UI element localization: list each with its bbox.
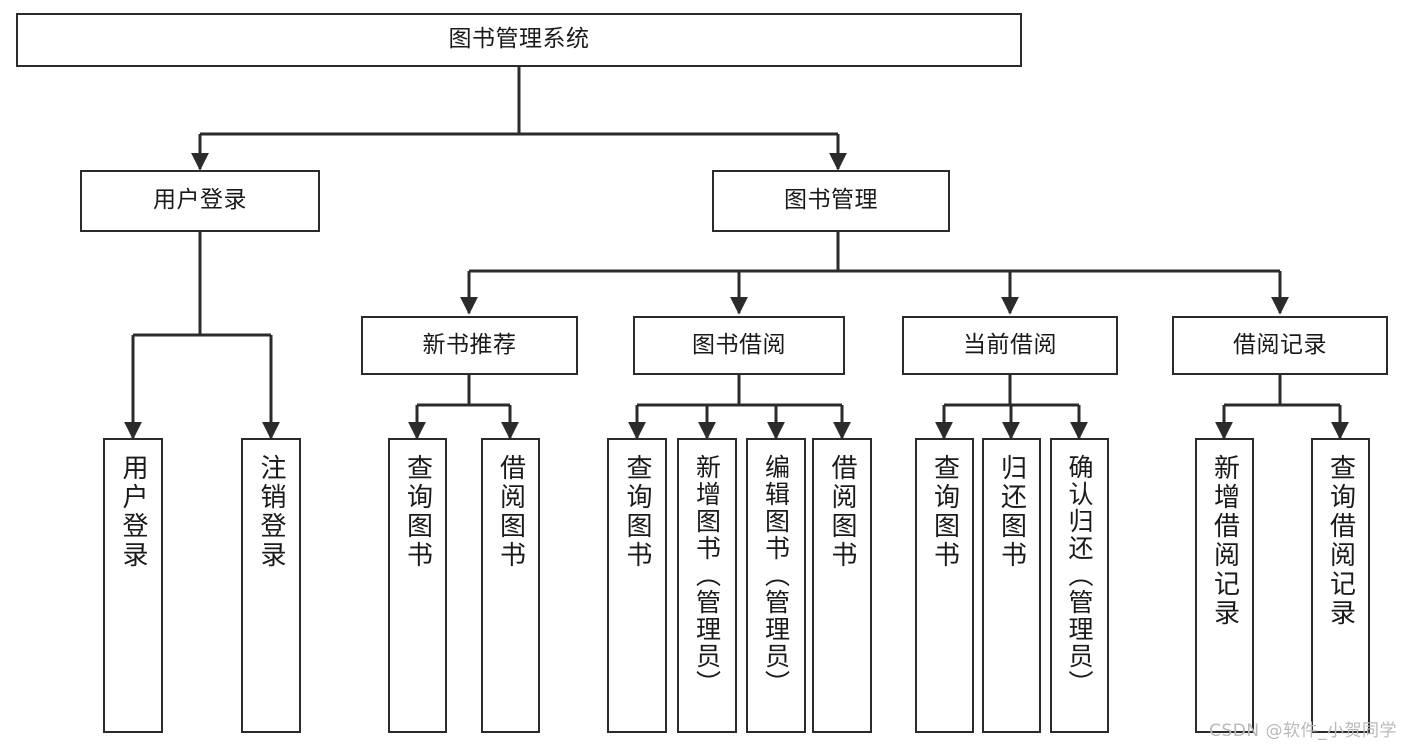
node-new-book-recommend[interactable]: 新书推荐 [361, 316, 578, 375]
node-label: 当前借阅 [963, 331, 1057, 358]
node-label: 查询借阅记录 [1325, 454, 1356, 628]
node-label: 归还图书 [996, 454, 1027, 570]
node-current-borrow[interactable]: 当前借阅 [902, 316, 1118, 375]
node-label: 借阅图书 [495, 454, 526, 570]
node-label: 图书管理 [784, 187, 878, 214]
node-borrow-record[interactable]: 借阅记录 [1172, 316, 1388, 375]
leaf-record-query-record[interactable]: 查询借阅记录 [1311, 438, 1370, 733]
node-label: 新书推荐 [422, 331, 517, 358]
node-label: 注销登录 [256, 454, 286, 570]
leaf-borrow-query-book[interactable]: 查询图书 [607, 438, 667, 733]
leaf-current-return-book[interactable]: 归还图书 [982, 438, 1041, 733]
leaf-borrow-add-book-admin[interactable]: 新增图书（管理员） [677, 438, 737, 733]
node-book-management[interactable]: 图书管理 [712, 170, 950, 232]
node-label: 图书管理系统 [448, 26, 590, 53]
leaf-user-login[interactable]: 用户登录 [103, 438, 163, 733]
leaf-newbook-borrow-book[interactable]: 借阅图书 [481, 438, 540, 733]
node-book-borrow[interactable]: 图书借阅 [633, 316, 845, 375]
node-label: 新增图书（管理员） [692, 454, 722, 697]
node-label: 借阅记录 [1233, 331, 1327, 358]
node-label: 查询图书 [622, 454, 652, 570]
node-label: 查询图书 [402, 454, 433, 570]
node-label: 图书借阅 [692, 331, 786, 358]
node-label: 新增借阅记录 [1209, 454, 1240, 628]
leaf-current-query-book[interactable]: 查询图书 [915, 438, 974, 733]
node-label: 用户登录 [118, 454, 148, 570]
node-user-login[interactable]: 用户登录 [80, 170, 320, 232]
node-label: 用户登录 [153, 187, 247, 214]
node-label: 借阅图书 [827, 454, 857, 570]
node-label: 确认归还（管理员） [1065, 454, 1094, 697]
leaf-borrow-edit-book-admin[interactable]: 编辑图书（管理员） [746, 438, 806, 733]
leaf-borrow-borrow-book[interactable]: 借阅图书 [812, 438, 872, 733]
leaf-newbook-query-book[interactable]: 查询图书 [388, 438, 447, 733]
leaf-user-logout[interactable]: 注销登录 [241, 438, 301, 733]
node-label: 查询图书 [929, 454, 960, 570]
csdn-watermark: CSDN @软件_小贺同学 [1209, 721, 1397, 741]
leaf-current-confirm-return-admin[interactable]: 确认归还（管理员） [1050, 438, 1109, 733]
leaf-record-add-record[interactable]: 新增借阅记录 [1195, 438, 1254, 733]
node-root-system[interactable]: 图书管理系统 [16, 13, 1022, 67]
node-label: 编辑图书（管理员） [761, 454, 791, 697]
